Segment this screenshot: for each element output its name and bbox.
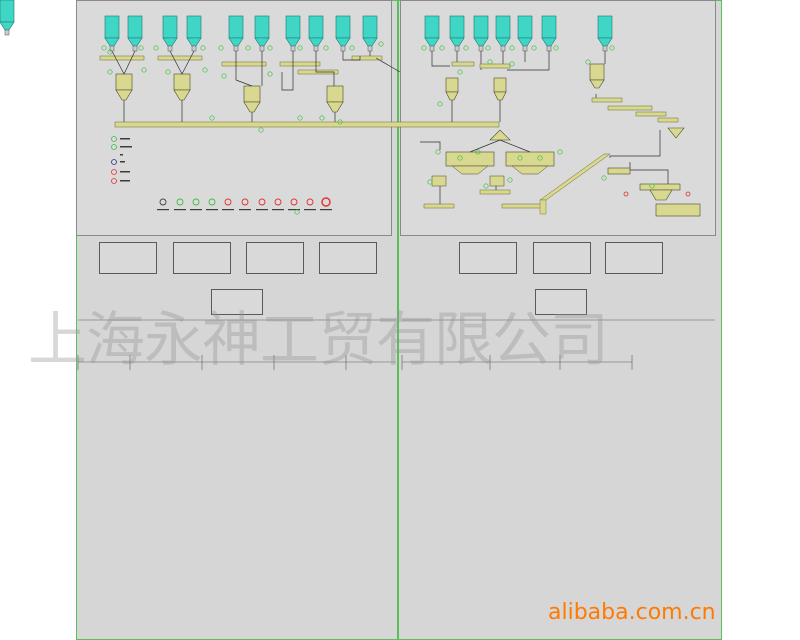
company-watermark: 上海永神工贸有限公司 xyxy=(28,305,609,374)
silo-icon xyxy=(308,15,324,52)
silo-icon xyxy=(517,15,533,52)
silo-icon xyxy=(362,15,378,52)
meter-box xyxy=(319,242,377,274)
silo-icon xyxy=(104,15,120,52)
silo-icon xyxy=(186,15,202,52)
meter-box xyxy=(533,242,591,274)
silo-icon xyxy=(285,15,301,52)
meter-box xyxy=(535,289,587,315)
silo-icon xyxy=(541,15,557,52)
silo-icon xyxy=(597,15,613,52)
site-watermark: alibaba.com.cn xyxy=(548,600,716,625)
meter-box xyxy=(211,289,263,315)
silo-row-left xyxy=(0,0,15,36)
silo-icon xyxy=(254,15,270,52)
silo-icon xyxy=(162,15,178,52)
meter-box xyxy=(605,242,663,274)
collecting-belt xyxy=(114,121,500,128)
meter-box xyxy=(99,242,157,274)
silo-icon xyxy=(335,15,351,52)
silo-icon xyxy=(473,15,489,52)
meter-box xyxy=(246,242,304,274)
silo-icon xyxy=(228,15,244,52)
silo-icon xyxy=(424,15,440,52)
mixer-unit xyxy=(423,129,555,209)
silo-icon xyxy=(449,15,465,52)
meter-box xyxy=(459,242,517,274)
meter-box xyxy=(173,242,231,274)
silo-icon xyxy=(495,15,511,52)
